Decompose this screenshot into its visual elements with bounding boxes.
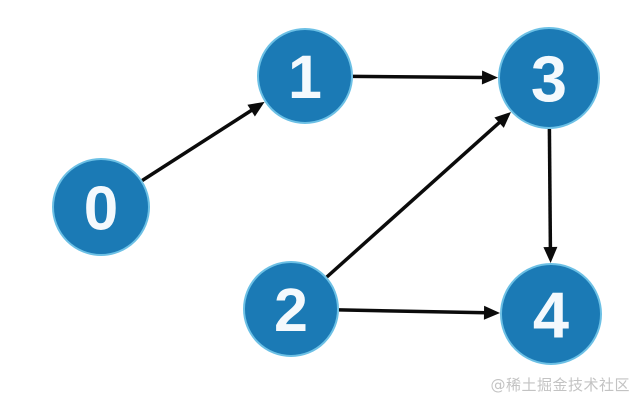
node-4-circle xyxy=(500,263,602,365)
node-2-circle xyxy=(243,261,339,357)
node-4: 4 xyxy=(500,263,602,365)
edge-line xyxy=(325,120,502,279)
node-1: 1 xyxy=(257,28,353,124)
edge-line xyxy=(338,308,487,315)
edge-3-to-4 xyxy=(543,128,558,263)
node-0: 0 xyxy=(52,158,150,256)
node-0-label: 0 xyxy=(84,174,118,243)
edge-line xyxy=(141,108,254,182)
node-3-label: 3 xyxy=(531,42,567,115)
arrowhead-icon xyxy=(483,305,500,320)
edge-1-to-3 xyxy=(352,70,498,85)
edge-0-to-1 xyxy=(141,101,265,182)
edge-line xyxy=(352,74,485,80)
arrowhead-icon xyxy=(494,112,511,128)
node-4-label: 4 xyxy=(533,278,569,351)
node-3: 3 xyxy=(498,27,600,129)
node-3-circle xyxy=(498,27,600,129)
node-0-circle xyxy=(52,158,150,256)
arrowhead-icon xyxy=(481,70,498,85)
edge-2-to-3 xyxy=(325,112,511,279)
node-2-label: 2 xyxy=(274,276,308,344)
edge-line xyxy=(547,128,553,250)
arrowhead-icon xyxy=(247,101,265,117)
edge-2-to-4 xyxy=(338,305,500,320)
node-2: 2 xyxy=(243,261,339,357)
node-1-label: 1 xyxy=(288,43,322,111)
node-1-circle xyxy=(257,28,353,124)
arrowhead-icon xyxy=(543,246,558,263)
